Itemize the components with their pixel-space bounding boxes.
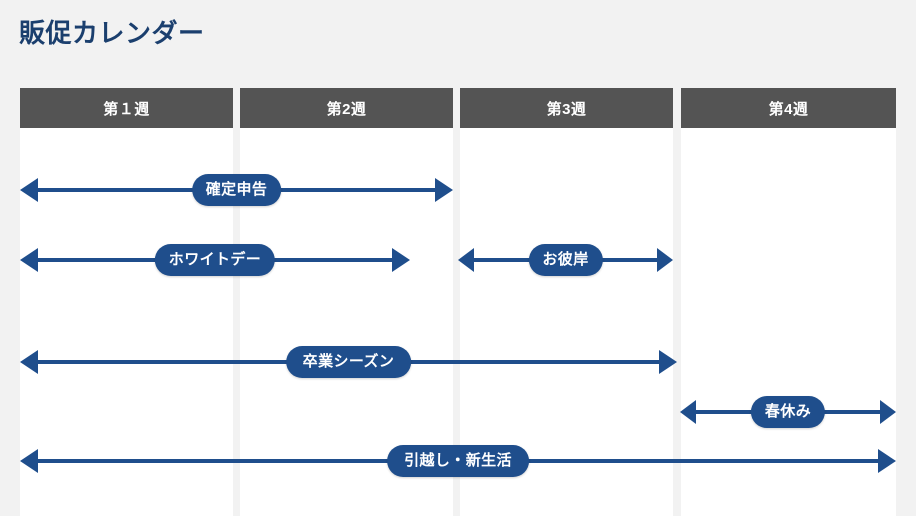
page-title: 販促カレンダー — [19, 18, 205, 48]
campaign-bar-label: ホワイトデー — [154, 244, 276, 276]
week-header-2[interactable]: 第2週 — [240, 88, 453, 128]
campaign-bar-label: お彼岸 — [528, 244, 603, 276]
campaign-bar-moving-new-life[interactable]: 引越し・新生活 — [20, 441, 896, 481]
campaign-bar-ohigan[interactable]: お彼岸 — [458, 240, 673, 280]
week-header-1[interactable]: 第１週 — [20, 88, 233, 128]
campaign-bar-label: 引越し・新生活 — [387, 445, 529, 477]
campaign-bar-kakutei-shinkoku[interactable]: 確定申告 — [20, 170, 453, 210]
campaign-bar-spring-break[interactable]: 春休み — [680, 392, 896, 432]
week-column-4: 第4週 — [681, 88, 896, 516]
campaign-bar-white-day[interactable]: ホワイトデー — [20, 240, 410, 280]
week-column-body-4 — [681, 128, 896, 516]
campaign-bar-label: 確定申告 — [191, 174, 282, 206]
week-header-3[interactable]: 第3週 — [460, 88, 673, 128]
calendar-grid: 第１週 第2週 第3週 第4週 — [0, 88, 916, 516]
week-header-4[interactable]: 第4週 — [681, 88, 896, 128]
campaign-bar-label: 春休み — [750, 396, 826, 428]
campaign-bar-graduation-season[interactable]: 卒業シーズン — [20, 342, 677, 382]
campaign-bar-label: 卒業シーズン — [285, 346, 412, 378]
